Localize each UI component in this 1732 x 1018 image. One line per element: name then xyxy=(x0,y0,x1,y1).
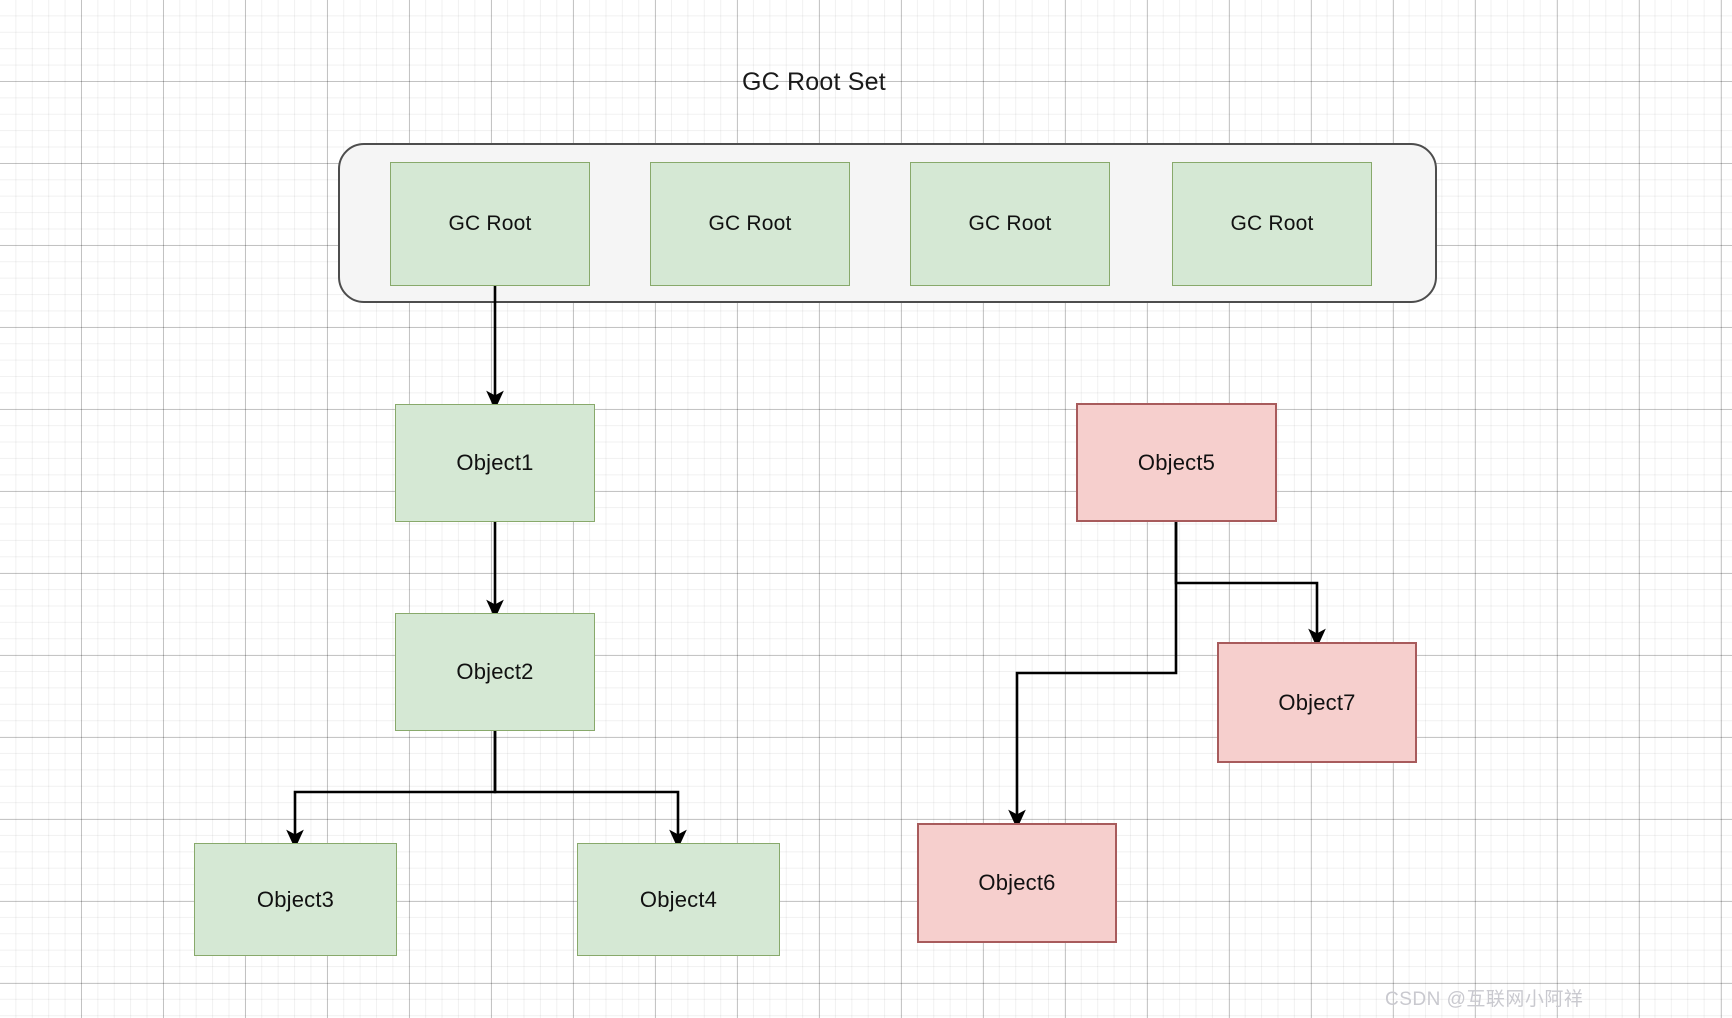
gc-root-box-1[interactable]: GC Root xyxy=(390,162,590,286)
node-label: GC Root xyxy=(708,212,792,235)
edge-object2-object3 xyxy=(286,731,497,849)
gc-root-box-4[interactable]: GC Root xyxy=(1172,162,1372,286)
node-label: GC Root xyxy=(1230,212,1314,235)
edge-object5-object7 xyxy=(1174,522,1326,648)
node-object4[interactable]: Object4 xyxy=(577,843,780,956)
diagram-title: GC Root Set xyxy=(742,68,886,96)
node-label: Object2 xyxy=(456,659,534,684)
node-label: GC Root xyxy=(968,212,1052,235)
node-label: Object5 xyxy=(1137,449,1216,475)
node-object6[interactable]: Object6 xyxy=(917,823,1117,943)
gc-root-box-3[interactable]: GC Root xyxy=(910,162,1110,286)
node-object2[interactable]: Object2 xyxy=(395,613,595,731)
node-label: Object6 xyxy=(978,870,1056,895)
node-object3[interactable]: Object3 xyxy=(194,843,397,956)
node-object1[interactable]: Object1 xyxy=(395,404,595,522)
node-label: Object7 xyxy=(1278,689,1356,715)
node-label: Object3 xyxy=(256,886,335,912)
node-label: GC Root xyxy=(448,212,532,235)
node-label: Object1 xyxy=(456,450,534,475)
node-object5[interactable]: Object5 xyxy=(1076,403,1277,522)
node-object7[interactable]: Object7 xyxy=(1217,642,1417,763)
node-label: Object4 xyxy=(639,886,718,912)
edge-object2-object4 xyxy=(493,731,687,849)
gc-root-box-2[interactable]: GC Root xyxy=(650,162,850,286)
edge-object5-object6 xyxy=(1008,522,1178,829)
csdn-watermark: CSDN @互联网小阿祥 xyxy=(1385,989,1584,1010)
